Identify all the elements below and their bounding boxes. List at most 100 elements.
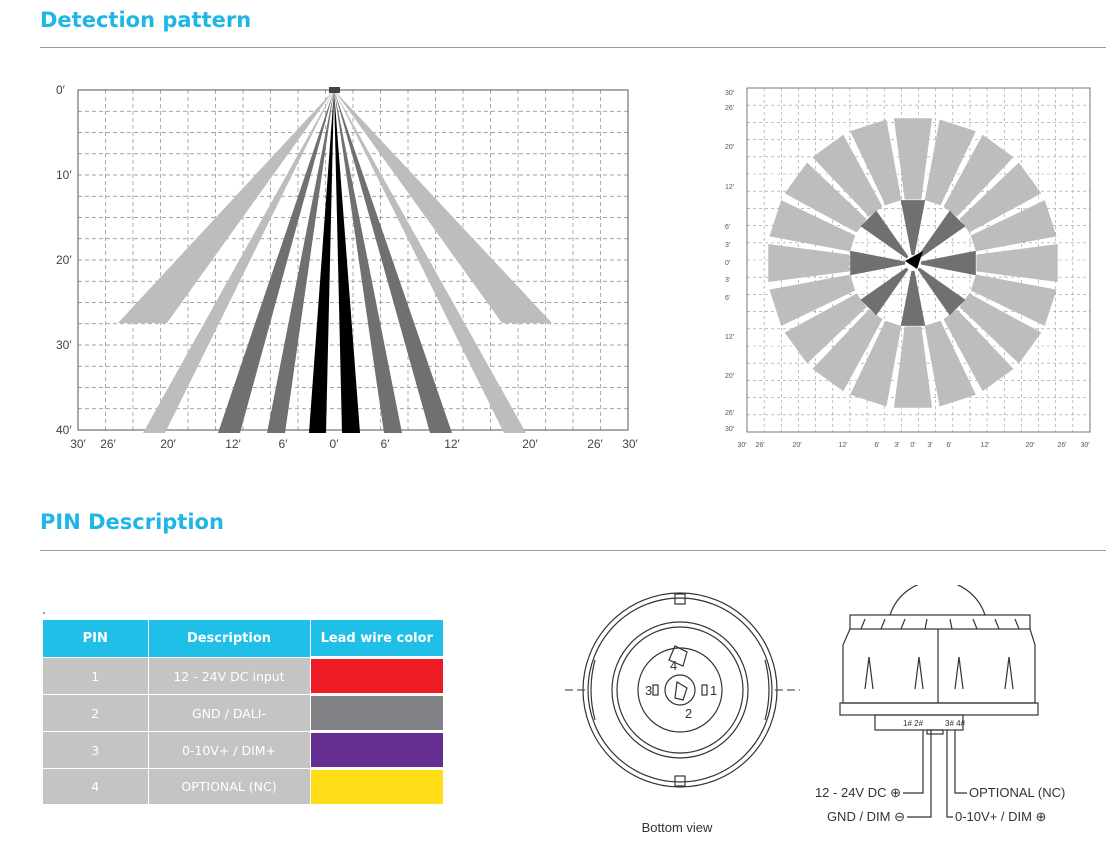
pin-description: GND / DALI- xyxy=(148,694,311,732)
wire-label-dim: 0-10V+ / DIM ⊕ xyxy=(955,809,1046,824)
header-description: Description xyxy=(148,620,311,658)
chart-frame xyxy=(746,87,1091,433)
y-axis-label: 26′ xyxy=(725,105,735,112)
terminal-tab xyxy=(926,729,944,735)
x-axis-label: 26′ xyxy=(100,437,116,451)
x-axis-label: 12′ xyxy=(980,442,990,449)
pin-description-title: PIN Description xyxy=(40,510,224,534)
pin-table: PIN Description Lead wire color 1 12 - 2… xyxy=(43,620,444,804)
body-rib xyxy=(914,656,924,690)
top-ring xyxy=(849,614,1031,630)
middle-ring-inner xyxy=(616,626,744,754)
wire-3 xyxy=(946,730,953,818)
y-axis-label: 3′ xyxy=(725,277,731,284)
detection-sector xyxy=(850,250,906,276)
detection-beam xyxy=(218,90,334,433)
x-axis-label: 0′ xyxy=(330,437,340,451)
wire-label-dc-input: 12 - 24V DC ⊕ xyxy=(815,785,901,800)
y-axis-label: 20′ xyxy=(56,253,72,267)
x-axis-label: 20′ xyxy=(792,442,802,449)
x-axis-label: 26′ xyxy=(587,437,603,451)
x-axis-label: 12′ xyxy=(444,437,460,451)
detection-sector xyxy=(959,162,1042,233)
terminal-block xyxy=(874,714,964,731)
detection-beam xyxy=(334,90,526,433)
bottom-view-drawing: 4 3 1 2 Bottom view xyxy=(565,592,800,835)
detection-sector xyxy=(970,200,1057,252)
x-axis-label: 12′ xyxy=(838,442,848,449)
wire-2 xyxy=(907,730,932,818)
detection-beam xyxy=(267,90,334,433)
table-row: 2 GND / DALI- xyxy=(43,693,444,732)
detection-sector xyxy=(769,200,856,252)
sensor-marker xyxy=(329,87,340,93)
side-view-detection-chart: 0′10′20′30′40′30′26′20′12′6′0′6′12′20′26… xyxy=(56,83,639,451)
detection-beam xyxy=(118,90,334,323)
x-axis-label: 6′ xyxy=(279,437,289,451)
y-axis-label: 12′ xyxy=(725,334,735,341)
x-axis-label: 20′ xyxy=(522,437,538,451)
body-rib xyxy=(864,656,874,690)
detection-sector xyxy=(976,243,1058,283)
detection-sector xyxy=(769,274,856,326)
y-axis-label: 40′ xyxy=(56,423,72,437)
tick-mark xyxy=(43,612,45,614)
detection-beam xyxy=(334,90,552,323)
detection-center xyxy=(905,251,923,269)
detection-beam xyxy=(334,90,360,433)
table-row: 3 0-10V+ / DIM+ xyxy=(43,730,444,769)
detection-pattern-title: Detection pattern xyxy=(40,8,252,32)
section-divider xyxy=(40,550,1106,551)
pin-table-header: PIN Description Lead wire color xyxy=(43,620,443,658)
body-rib xyxy=(1004,656,1014,690)
bottom-view-caption: Bottom view xyxy=(642,820,713,835)
x-axis-label: 6′ xyxy=(946,442,952,449)
pin-3-contact xyxy=(652,684,659,696)
y-axis-label: 6′ xyxy=(725,295,731,302)
wire-label-gnd: GND / DIM ⊖ xyxy=(827,809,905,824)
detection-beam xyxy=(143,90,334,433)
wire-4 xyxy=(954,730,967,794)
detection-sector xyxy=(893,118,933,200)
y-axis-label: 10′ xyxy=(56,168,72,182)
bottom-notch xyxy=(674,775,686,787)
pin-number: 1 xyxy=(43,657,149,695)
center-socket xyxy=(664,674,696,706)
vent-slots xyxy=(860,618,1020,630)
outer-ring-inner xyxy=(587,597,773,783)
detection-sector xyxy=(924,119,976,206)
detection-beam xyxy=(334,90,452,433)
detection-sector xyxy=(893,326,933,408)
detection-sector xyxy=(900,270,926,326)
y-axis-label: 3′ xyxy=(725,242,731,249)
pin-label: 1 xyxy=(710,683,717,698)
x-axis-label: 20′ xyxy=(1025,442,1035,449)
top-notch xyxy=(674,593,686,605)
pin-1-contact xyxy=(701,684,708,696)
x-axis-label: 6′ xyxy=(874,442,880,449)
pin-label: 2 xyxy=(685,706,692,721)
wire-1 xyxy=(903,730,924,794)
pin-label: 3 xyxy=(645,683,652,698)
sensor-side-drawing: 1# 2# 3# 4# 12 - 24V DC ⊕ GND / DIM ⊖ OP… xyxy=(815,585,1065,824)
detection-sector xyxy=(768,243,850,283)
top-view-detection-chart: 30′26′20′12′6′3′0′3′6′12′20′26′30′30′26′… xyxy=(725,87,1091,449)
y-axis-label: 20′ xyxy=(725,144,735,151)
detection-sector xyxy=(850,119,902,206)
y-axis-label: 0′ xyxy=(56,83,66,97)
detection-sector xyxy=(860,267,909,316)
y-axis-label: 30′ xyxy=(56,338,72,352)
x-axis-label: 0′ xyxy=(910,442,916,449)
detection-sector xyxy=(970,274,1057,326)
wire-label-optional: OPTIONAL (NC) xyxy=(969,785,1065,800)
detection-sector xyxy=(943,309,1014,392)
center-key xyxy=(674,681,688,701)
pin-number: 4 xyxy=(43,768,149,804)
y-axis-label: 0′ xyxy=(725,260,731,267)
detection-sector xyxy=(900,200,926,256)
pin-description: 12 - 24V DC input xyxy=(148,657,311,695)
wire-color-swatch xyxy=(310,730,444,769)
terminal-label-left: 1# 2# xyxy=(903,719,924,728)
detection-sector xyxy=(784,293,867,364)
detection-sector xyxy=(920,250,976,276)
